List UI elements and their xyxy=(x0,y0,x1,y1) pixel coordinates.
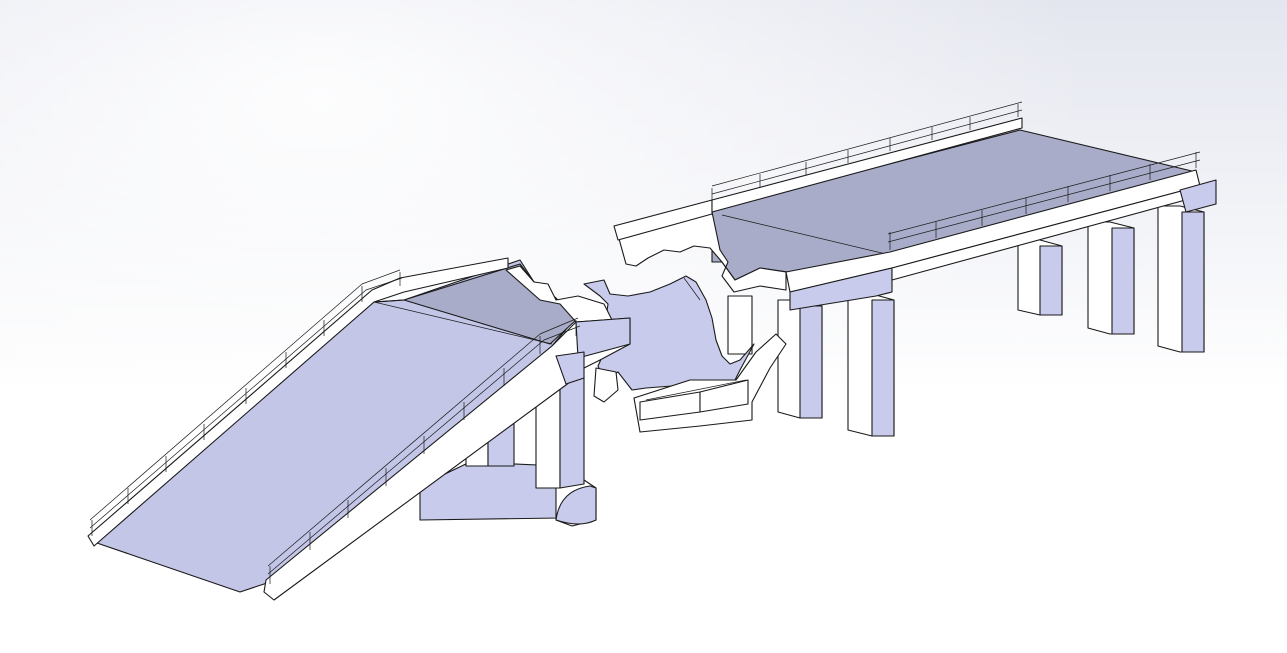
pier-back-1[interactable] xyxy=(1017,239,1063,316)
pier-front-2[interactable] xyxy=(847,293,895,437)
pier-front-1[interactable] xyxy=(777,299,823,419)
right-back-parapet[interactable] xyxy=(613,199,713,241)
collapsed-debris[interactable] xyxy=(583,275,787,433)
right-front-guardrail xyxy=(887,151,1201,250)
left-front-guardrail xyxy=(267,317,581,584)
right-deck-broken-edge[interactable] xyxy=(615,211,787,293)
left-deck-broken-edge[interactable] xyxy=(505,265,613,323)
left-back-guardrail xyxy=(89,269,403,536)
pier-front-broken[interactable] xyxy=(727,295,753,355)
pier-back-3[interactable] xyxy=(1157,205,1205,353)
left-span[interactable] xyxy=(87,257,631,601)
pier-back-2[interactable] xyxy=(1087,221,1135,335)
right-back-guardrail xyxy=(711,101,1023,200)
right-span[interactable] xyxy=(613,101,1217,437)
left-back-parapet[interactable] xyxy=(87,257,509,547)
